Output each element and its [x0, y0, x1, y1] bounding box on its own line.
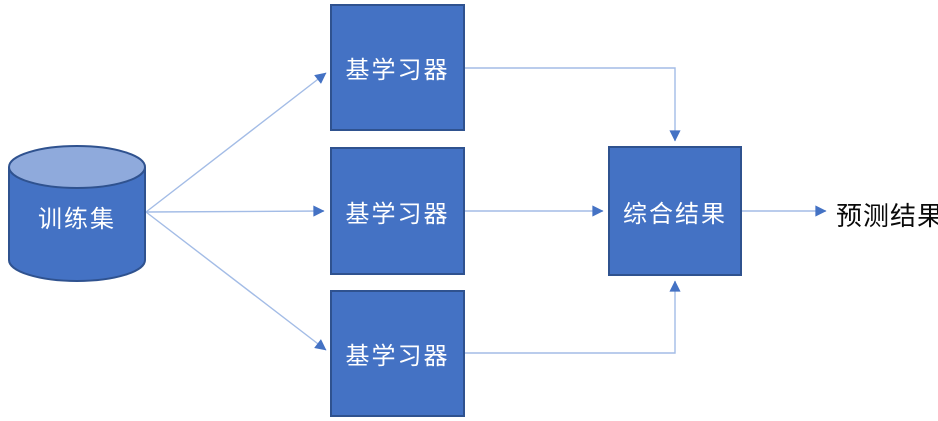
base-learner-2-label: 基学习器 [345, 200, 450, 228]
combiner-box: 综合结果 [608, 146, 742, 276]
base-learner-box-3: 基学习器 [330, 290, 465, 417]
training-set-cylinder-body [8, 167, 146, 282]
base-learner-box-1: 基学习器 [330, 4, 465, 131]
training-set-cylinder-top [8, 145, 146, 189]
base-learner-3-label: 基学习器 [345, 343, 450, 370]
connector-source-to-learner3-arrow [145, 211, 327, 351]
connector-learner3-to-combiner-arrow [465, 280, 681, 354]
connector-learner1-to-combiner-arrow [465, 67, 681, 142]
connector-source-to-learner1-arrow [145, 72, 327, 213]
base-learner-box-2: 基学习器 [330, 147, 465, 275]
training-set-label: 训练集 [38, 205, 116, 233]
base-learner-1-label: 基学习器 [345, 57, 450, 84]
combiner-label: 综合结果 [623, 200, 727, 228]
connector-source-to-learner2-arrow [145, 205, 325, 217]
prediction-result-label: 预测结果 [836, 201, 938, 231]
